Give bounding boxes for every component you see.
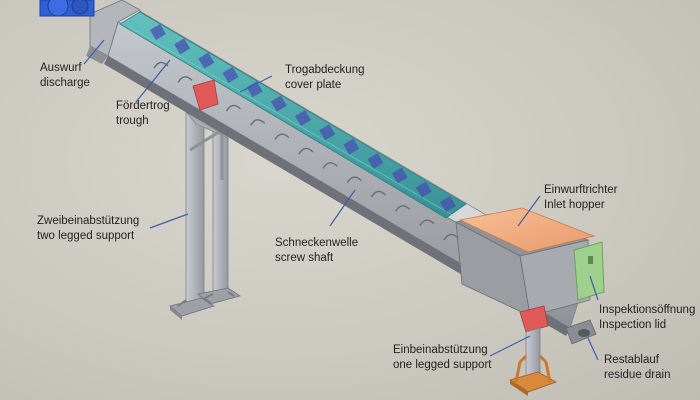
screw-flight-under [322, 162, 338, 169]
label-trough-de: Fördertrog [116, 100, 170, 112]
label-screw-shaft-en: screw shaft [275, 252, 334, 264]
drive-motor [39, 0, 95, 17]
label-trough-en: trough [116, 115, 149, 127]
inspection-lid-panel [573, 241, 605, 301]
one-legged-support-structure [509, 305, 557, 396]
label-inlet-hopper: Einwurftrichter Inlet hopper [544, 183, 618, 213]
screw-flight [343, 138, 360, 155]
screw-flight-under [395, 205, 411, 212]
label-discharge-en: discharge [40, 77, 90, 89]
label-cover-plate: Trogabdeckung cover plate [285, 63, 365, 93]
label-residue-drain: Restablauf residue drain [604, 353, 670, 383]
screw-flight [367, 153, 384, 169]
label-inspection-lid: Inspektionsöffnung Inspection lid [599, 303, 695, 333]
leader-one-legged-support [489, 335, 531, 357]
screw-flight-under [443, 233, 459, 241]
label-inlet-hopper-de: Einwurftrichter [544, 184, 618, 196]
leader-cover-plate [239, 75, 273, 93]
inlet-hopper-body [454, 207, 596, 317]
leader-inlet-hopper [517, 195, 541, 227]
screw-flight [391, 167, 408, 184]
label-cover-plate-de: Trogabdeckung [285, 64, 365, 76]
screw-flight-under [370, 190, 386, 198]
leader-discharge [83, 39, 105, 65]
label-one-legged-support: Einbeinabstützung one legged support [393, 343, 491, 373]
leader-screw-shaft [329, 189, 356, 227]
screw-flight [150, 24, 166, 40]
label-two-legged-support-de: Zweibeinabstützung [37, 215, 140, 227]
screw-flight [295, 110, 311, 126]
label-screw-shaft-de: Schneckenwelle [275, 237, 359, 249]
upper-support-flange [192, 79, 219, 111]
leader-lines [83, 39, 599, 361]
screw-flight [270, 95, 287, 112]
screw-flight [198, 52, 215, 69]
screw-flight [246, 81, 263, 98]
screw-flight [319, 124, 336, 141]
label-discharge-de: Auswurf [40, 62, 82, 74]
screw-flight-under [346, 176, 362, 184]
screw-flight-under [298, 147, 314, 155]
leader-inspection-lid [589, 275, 599, 301]
screw-flight-under [250, 119, 266, 126]
leader-residue-drain [587, 337, 599, 361]
screw-shaft-flights [150, 24, 459, 241]
label-residue-drain-de: Restablauf [604, 354, 659, 366]
screw-flight-under [419, 219, 435, 227]
label-two-legged-support-en: two legged support [37, 230, 135, 242]
label-trough: Fördertrog trough [116, 99, 170, 129]
label-one-legged-support-de: Einbeinabstützung [393, 344, 488, 356]
screw-flight [222, 67, 239, 83]
screw-flight-under [225, 104, 241, 112]
screw-flight [174, 38, 191, 55]
label-two-legged-support: Zweibeinabstützung two legged support [37, 214, 139, 244]
residue-drain-outlet [565, 319, 597, 345]
label-screw-shaft: Schneckenwelle screw shaft [275, 236, 358, 266]
label-discharge: Auswurf discharge [40, 61, 90, 91]
leader-trough [135, 59, 171, 103]
screw-flight [415, 181, 432, 198]
cover-plate-panel [119, 11, 467, 219]
two-legged-support-structure [169, 99, 241, 320]
label-one-legged-support-en: one legged support [393, 359, 492, 371]
label-inspection-lid-de: Inspektionsöffnung [599, 304, 696, 316]
screw-flight [440, 196, 456, 212]
label-residue-drain-en: residue drain [604, 369, 671, 381]
label-inlet-hopper-en: Inlet hopper [544, 199, 605, 211]
screw-flight-under [274, 133, 290, 141]
label-inspection-lid-en: Inspection lid [599, 319, 667, 331]
screw-flight-under [177, 76, 193, 83]
leader-two-legged-support [149, 213, 189, 229]
label-cover-plate-en: cover plate [285, 79, 342, 91]
